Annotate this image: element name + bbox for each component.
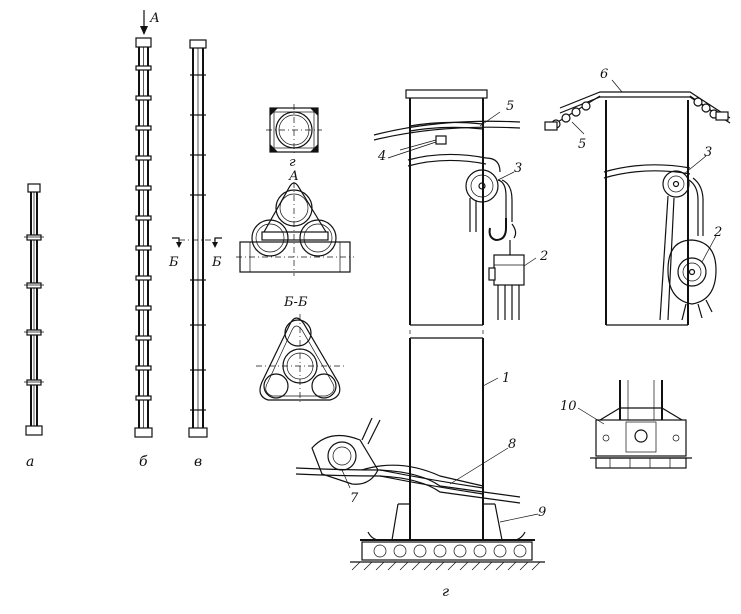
- insulator-string-right: [689, 95, 729, 121]
- label-part-6: 6: [600, 67, 608, 82]
- upper-choker: [407, 153, 501, 173]
- label-section-b-right: Б: [211, 255, 222, 270]
- load-block-right: [667, 239, 717, 321]
- text-labels: а б в г г А А Б Б Б-Б 1 2 2 3 3 4 5 5 6 …: [26, 11, 722, 600]
- block-seven: [311, 417, 381, 485]
- column-b: [134, 10, 153, 438]
- insulator-string-left: [544, 95, 601, 131]
- pulley-block-right: [659, 170, 704, 321]
- label-part-9: 9: [538, 505, 546, 520]
- label-view-a: а: [26, 454, 34, 470]
- pulley-block-main: [465, 169, 517, 242]
- base-shoe: [360, 503, 535, 541]
- detail-g-square: [266, 104, 322, 156]
- label-part-4: 4: [377, 149, 386, 164]
- section-bb-plate: [256, 314, 344, 404]
- label-part-2-right: 2: [713, 225, 722, 240]
- column-v: [172, 39, 222, 438]
- label-section-bb: Б-Б: [283, 295, 308, 310]
- column-a-bands: [24, 234, 44, 386]
- label-part-3-right: 3: [704, 145, 712, 160]
- load-block-main: [488, 240, 525, 320]
- ground-hatch: [351, 561, 541, 571]
- column-v-bands: [190, 74, 206, 411]
- label-part-5-left: 5: [578, 137, 586, 152]
- label-view-g-small: г: [289, 155, 296, 170]
- section-b-marker: [172, 237, 222, 248]
- column-b-bands: [135, 65, 152, 401]
- label-part-8: 8: [508, 437, 516, 452]
- label-arrow-a-section: А: [288, 169, 299, 184]
- label-part-7: 7: [350, 491, 359, 506]
- label-section-b-left: Б: [168, 255, 179, 270]
- label-part-10: 10: [560, 399, 577, 414]
- arrow-a-indicator: [140, 10, 148, 35]
- label-part-2-left: 2: [539, 249, 548, 264]
- top-sling: [373, 120, 521, 151]
- label-view-b: б: [139, 454, 148, 470]
- label-part-1: 1: [502, 371, 510, 386]
- label-part-3-left: 3: [514, 161, 522, 176]
- label-arrow-a-top: А: [149, 11, 160, 26]
- sleepers-row: [350, 541, 545, 563]
- leader-lines: [341, 79, 717, 523]
- label-view-v: в: [194, 454, 202, 470]
- label-part-5-right: 5: [506, 99, 514, 114]
- column-a: [24, 183, 44, 436]
- right-pole: [605, 100, 689, 326]
- label-view-g-main: г: [442, 584, 449, 600]
- view-a-clamp: [236, 182, 354, 276]
- detail-ten-bracket: [590, 380, 692, 469]
- lower-guy-rope: [295, 464, 521, 504]
